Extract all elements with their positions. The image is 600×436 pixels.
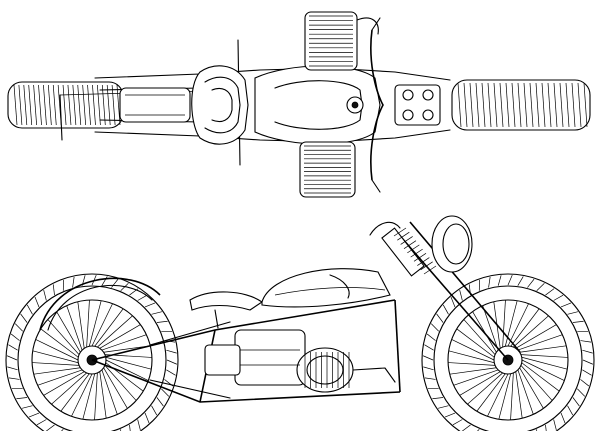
top-view xyxy=(8,12,590,197)
rear-wheel xyxy=(6,274,178,431)
top-rear-tire xyxy=(8,82,123,128)
top-seat xyxy=(120,66,248,144)
top-cylinder-lower xyxy=(300,142,355,197)
top-fuel-tank xyxy=(255,66,380,144)
fuel-tank xyxy=(262,269,390,307)
headlight xyxy=(432,216,472,272)
front-wheel xyxy=(422,274,594,431)
top-handlebar xyxy=(371,18,440,192)
engine xyxy=(205,330,395,392)
top-cylinder-upper xyxy=(305,12,378,70)
side-view xyxy=(6,216,594,431)
top-front-tire xyxy=(452,80,590,130)
